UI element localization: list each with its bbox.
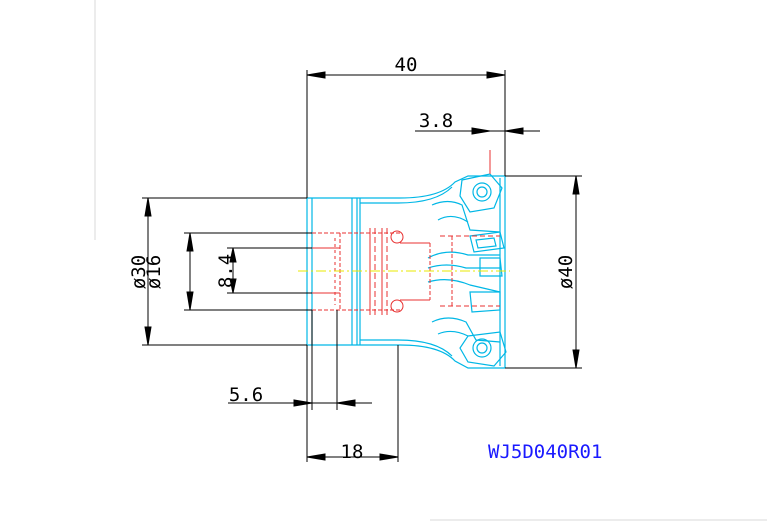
dim-shank-diameter: ø30 bbox=[128, 255, 150, 289]
cutter-body bbox=[306, 173, 507, 369]
dim-bore-diameter: ø16 bbox=[143, 255, 165, 289]
hidden-features bbox=[312, 150, 500, 315]
frame-lines bbox=[94, 0, 767, 521]
dimension-lines bbox=[142, 70, 582, 462]
dim-keyway-depth: 5.6 bbox=[229, 384, 263, 406]
model-code-label: WJ5D040R01 bbox=[488, 441, 602, 463]
dim-overall-length: 40 bbox=[395, 54, 418, 76]
dim-bore-depth: 18 bbox=[341, 441, 364, 463]
dim-keyway-width: 8.4 bbox=[215, 254, 237, 288]
dim-outer-diameter: ø40 bbox=[555, 255, 577, 289]
dim-insert-height: 3.8 bbox=[419, 110, 453, 132]
